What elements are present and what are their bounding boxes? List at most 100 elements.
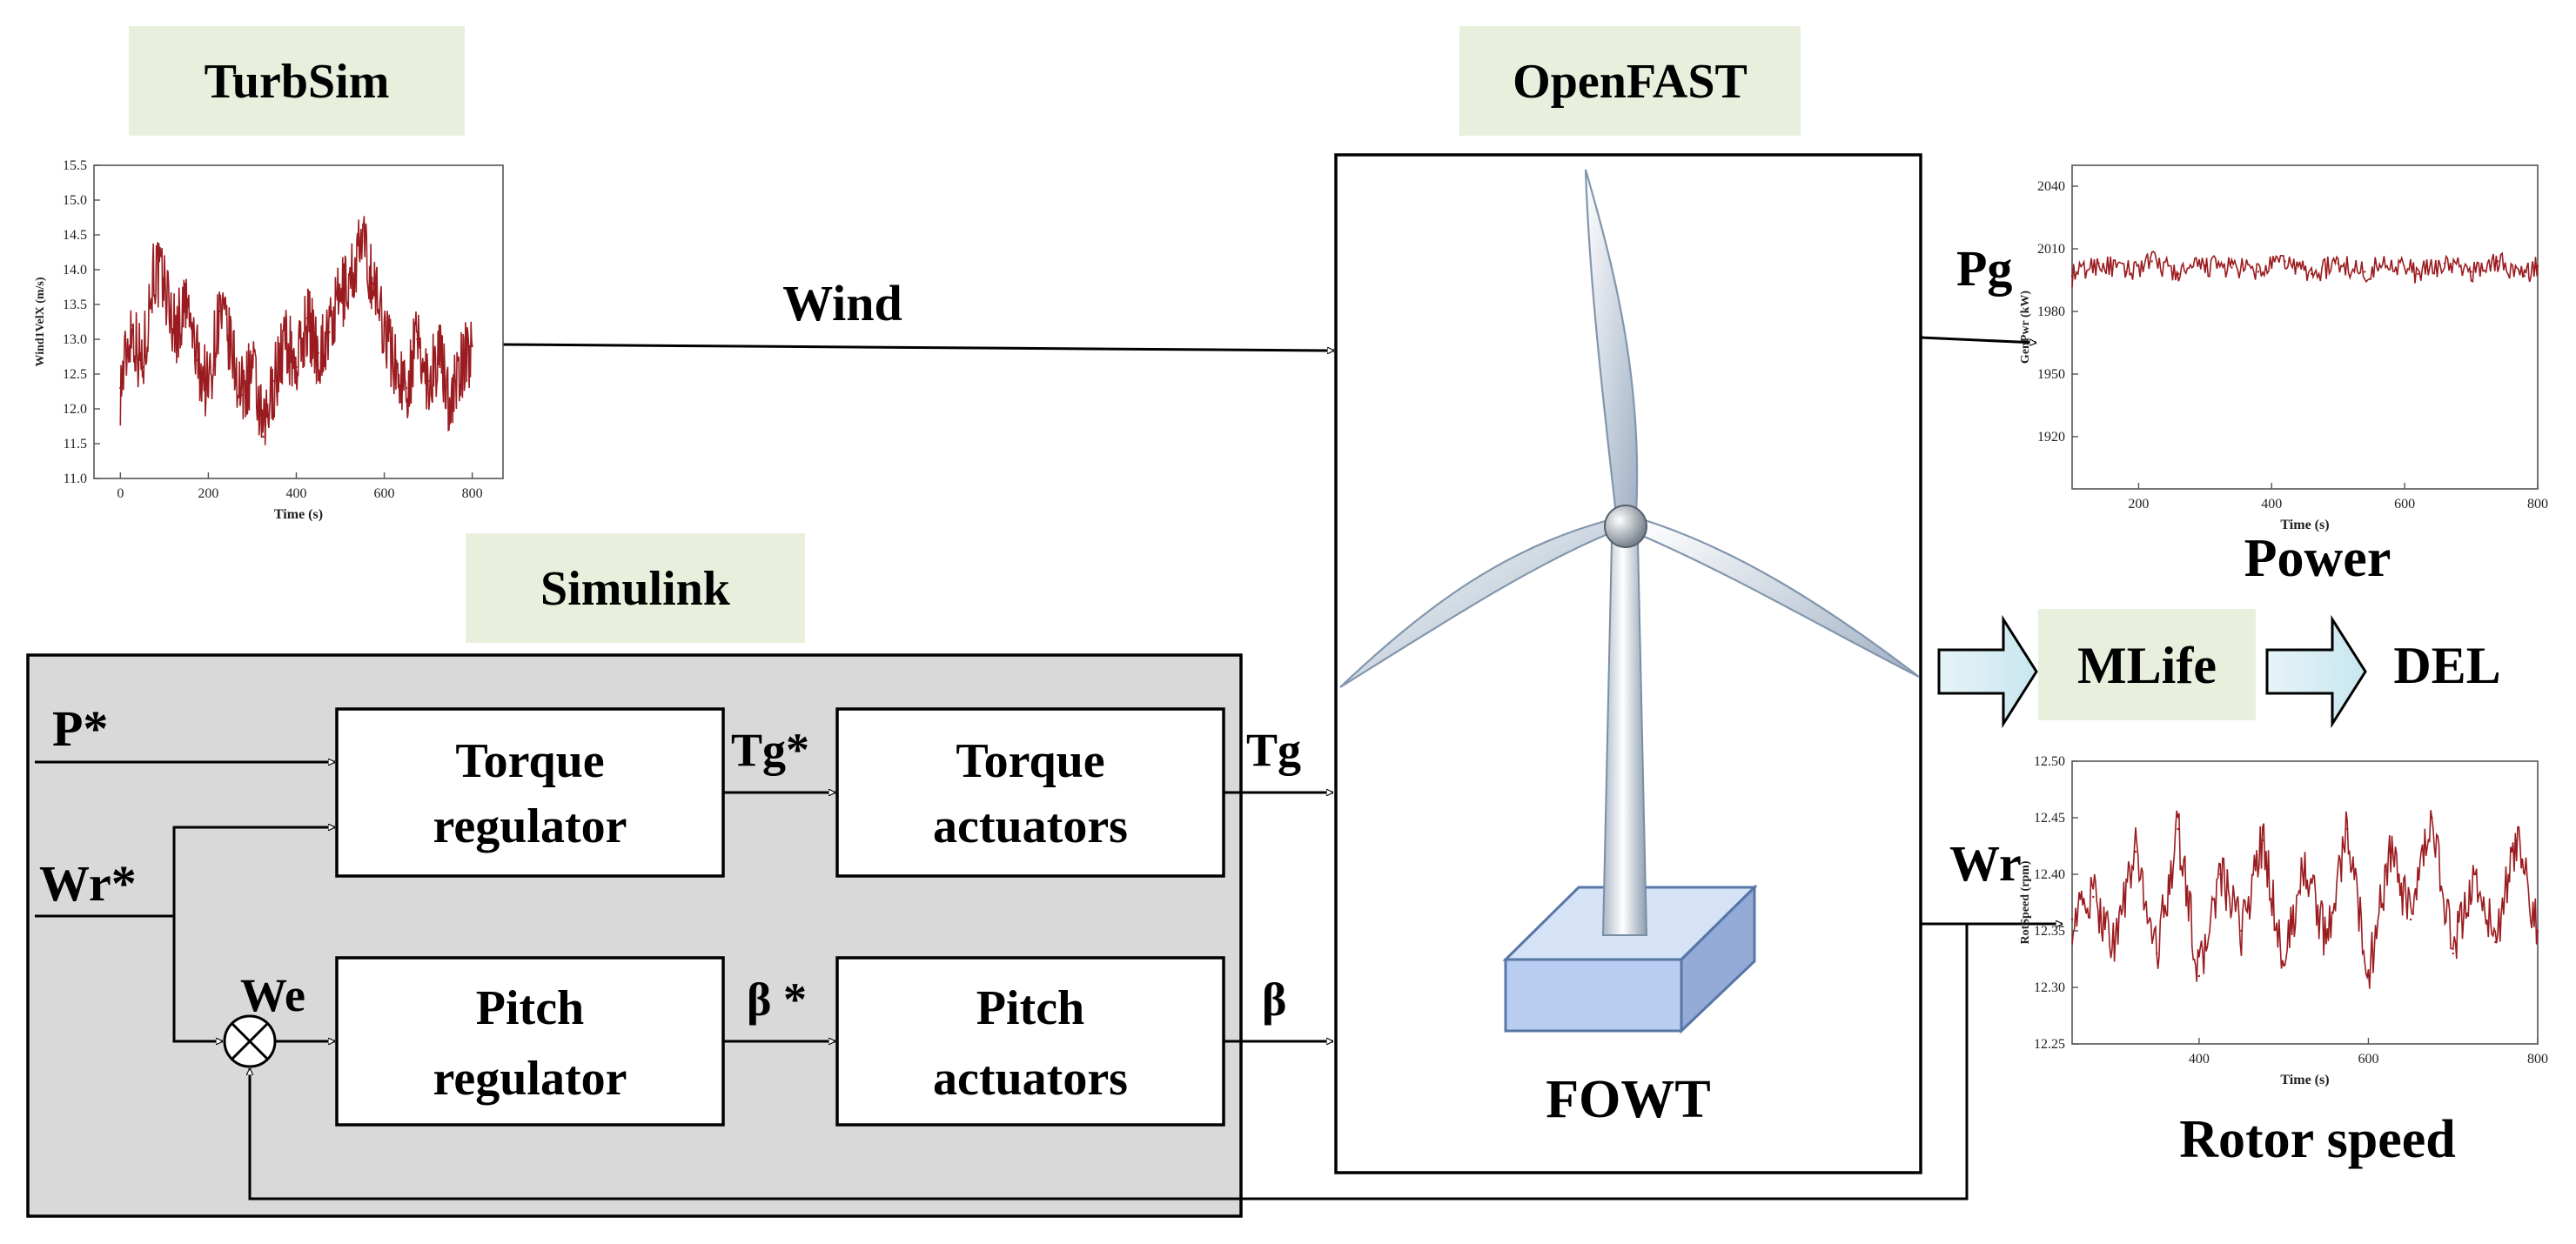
to-del-arrow bbox=[2265, 614, 2367, 729]
data-point bbox=[2156, 952, 2158, 955]
torque-regulator-line1: Torque bbox=[455, 734, 604, 788]
y-tick-label: 13.5 bbox=[63, 298, 87, 312]
y-tick-label: 12.40 bbox=[2034, 867, 2065, 882]
data-point bbox=[2515, 839, 2518, 842]
x-tick-label: 800 bbox=[462, 486, 483, 501]
power-label: Power bbox=[2244, 529, 2392, 588]
wr-star-wire bbox=[35, 827, 335, 918]
data-point bbox=[2150, 260, 2153, 263]
y-tick-label: 12.0 bbox=[63, 402, 87, 417]
series-line bbox=[2071, 810, 2539, 989]
x-tick-label: 800 bbox=[2527, 497, 2548, 512]
data-point bbox=[2240, 929, 2243, 933]
x-tick-label: 600 bbox=[2394, 497, 2415, 512]
y-tick-label: 1980 bbox=[2037, 304, 2065, 319]
pitch-actuators-block[interactable]: Pitch actuators bbox=[835, 956, 1225, 1127]
data-point bbox=[2417, 272, 2419, 275]
wind-turbine-icon bbox=[1339, 169, 1920, 1034]
data-point bbox=[2282, 963, 2285, 966]
data-point bbox=[2496, 260, 2499, 263]
y-tick-label: 12.25 bbox=[2034, 1037, 2065, 1052]
data-point bbox=[2113, 940, 2116, 944]
circle-cross-icon bbox=[223, 1014, 277, 1068]
openfast-label: OpenFAST bbox=[1513, 55, 1748, 109]
y-tick-label: 12.35 bbox=[2034, 924, 2065, 939]
simulink-tag bbox=[466, 533, 805, 643]
x-tick-label: 200 bbox=[198, 486, 218, 501]
y-tick-label: 11.5 bbox=[64, 437, 87, 451]
y-tick-label: 12.45 bbox=[2034, 811, 2065, 826]
y-tick-label: 12.5 bbox=[63, 367, 87, 382]
data-point bbox=[2304, 861, 2306, 865]
data-point bbox=[141, 365, 144, 369]
data-point bbox=[2388, 850, 2391, 853]
data-point bbox=[2409, 918, 2412, 921]
data-point bbox=[2431, 816, 2433, 819]
x-tick-label: 400 bbox=[285, 486, 306, 501]
y-tick-label: 2010 bbox=[2037, 242, 2065, 257]
simulink-label: Simulink bbox=[540, 562, 731, 616]
pitch-regulator-block[interactable]: Pitch regulator bbox=[335, 956, 725, 1127]
x-axis-label: Time (s) bbox=[2280, 1073, 2329, 1087]
wind-speed-chart: 11.011.512.012.513.013.514.014.515.015.5… bbox=[34, 158, 504, 522]
torque-actuators-line1: Torque bbox=[956, 734, 1104, 788]
data-point bbox=[2197, 974, 2201, 978]
data-point bbox=[460, 365, 463, 369]
data-point bbox=[119, 386, 122, 390]
data-point bbox=[416, 338, 419, 341]
data-point bbox=[449, 400, 452, 404]
y-tick-label: 2040 bbox=[2037, 179, 2065, 194]
data-point bbox=[2470, 271, 2472, 273]
data-point bbox=[372, 282, 375, 285]
data-point bbox=[471, 344, 473, 348]
data-point bbox=[184, 303, 188, 306]
x-tick-label: 600 bbox=[2358, 1052, 2378, 1067]
feedback-wire bbox=[250, 924, 1969, 1201]
pg-wire bbox=[1920, 336, 2036, 343]
torque-regulator-block[interactable]: Torque regulator bbox=[335, 707, 725, 878]
data-point bbox=[339, 296, 342, 299]
y-axis-label: GenPwr (kW) bbox=[2019, 291, 2032, 364]
data-point bbox=[2536, 929, 2539, 933]
torque-regulator-line2: regulator bbox=[433, 799, 627, 853]
x-axis-label: Time (s) bbox=[274, 507, 323, 522]
data-point bbox=[393, 365, 397, 369]
data-point bbox=[2261, 839, 2264, 842]
y-tick-label: 14.5 bbox=[63, 228, 87, 243]
y-axis-label: RotSpeed (rpm) bbox=[2019, 860, 2032, 944]
series-line bbox=[119, 216, 473, 445]
data-point bbox=[251, 365, 254, 369]
torque-actuators-block[interactable]: Torque actuators bbox=[835, 707, 1225, 878]
y-tick-label: 1920 bbox=[2037, 430, 2065, 445]
data-point bbox=[2324, 940, 2328, 944]
data-point bbox=[2231, 266, 2233, 269]
wr-star-to-junction-wire bbox=[172, 916, 223, 1041]
series-line bbox=[2071, 251, 2539, 288]
data-point bbox=[2523, 275, 2526, 278]
x-tick-label: 400 bbox=[2261, 497, 2282, 512]
data-point bbox=[295, 365, 298, 369]
y-tick-label: 12.50 bbox=[2034, 754, 2065, 769]
data-point bbox=[328, 331, 331, 334]
data-point bbox=[130, 324, 133, 327]
data-point bbox=[438, 351, 440, 355]
y-tick-label: 15.5 bbox=[63, 158, 87, 173]
data-point bbox=[196, 358, 198, 362]
to-mlife-arrow bbox=[1937, 614, 2038, 729]
y-tick-label: 15.0 bbox=[63, 193, 87, 208]
data-point bbox=[2536, 264, 2539, 267]
data-point bbox=[383, 324, 386, 327]
plot-frame bbox=[2071, 164, 2539, 490]
data-point bbox=[2070, 918, 2074, 921]
data-point bbox=[229, 344, 231, 348]
data-point bbox=[426, 379, 430, 383]
data-point bbox=[152, 268, 155, 271]
data-point bbox=[2345, 827, 2349, 831]
rotor-speed-label: Rotor speed bbox=[2179, 1110, 2455, 1169]
data-point bbox=[2364, 271, 2366, 273]
data-point bbox=[2443, 262, 2446, 264]
data-point bbox=[2284, 260, 2286, 263]
data-point bbox=[174, 331, 177, 334]
turbsim-tag bbox=[129, 26, 465, 136]
